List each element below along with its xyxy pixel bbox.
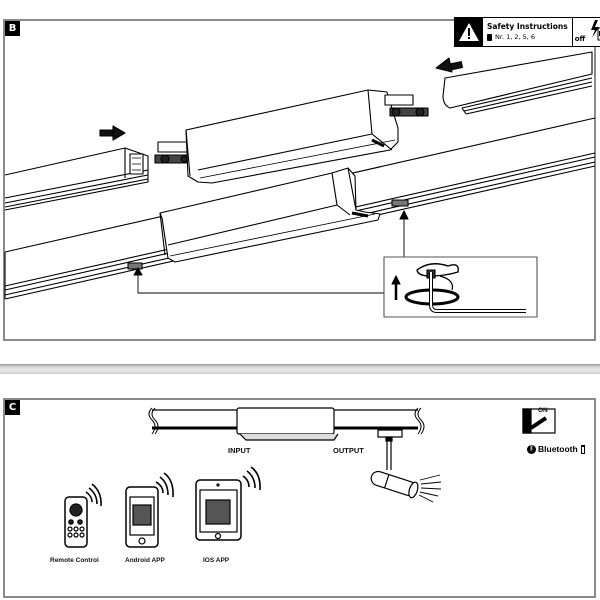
adapter-connector-right	[384, 94, 429, 117]
power-off-label: off	[574, 35, 586, 43]
track-adapter-mounted	[159, 167, 381, 263]
input-label: INPUT	[228, 446, 251, 455]
controller-box	[236, 407, 339, 441]
pointer-line-left	[137, 275, 384, 294]
bluetooth-label: Bluetooth	[538, 444, 578, 454]
track-rail-left	[4, 147, 149, 211]
device-label-ios: IOS APP	[203, 557, 230, 564]
push-left-arrow-icon	[435, 57, 464, 73]
battery-icon	[580, 444, 585, 454]
section-separator	[0, 364, 600, 374]
lock-tab-right	[391, 199, 409, 207]
warning-triangle-icon	[455, 18, 483, 46]
smartphone-icon	[125, 472, 174, 548]
lock-tab-left	[127, 262, 143, 270]
remote-control-icon	[64, 483, 102, 548]
track-rail-right	[442, 51, 593, 115]
switch-on-label: ON	[538, 407, 548, 414]
pointer-arrowhead-left	[133, 267, 143, 276]
bluetooth-icon: ᛒ	[527, 444, 536, 454]
hex-key-callout	[383, 256, 538, 318]
panel-b-artwork	[4, 51, 596, 318]
power-switch-on-icon	[522, 408, 556, 434]
manual-book-icon	[487, 33, 492, 41]
power-plug-lightning-icon	[590, 20, 600, 41]
panel-c-tag: C	[5, 400, 20, 415]
push-right-arrow-icon	[99, 125, 126, 141]
tablet-icon	[195, 466, 261, 541]
safety-title: Safety Instructions	[487, 22, 568, 31]
device-label-remote: Remote Control	[50, 557, 99, 564]
panel-b-tag: B	[5, 21, 20, 36]
pointer-arrowhead-right	[399, 210, 409, 220]
track-adapter-top	[185, 89, 399, 184]
spotlight-icon	[370, 429, 442, 503]
safety-refs: Nr. 1, 2, 5, 6	[495, 33, 536, 41]
device-label-android: Android APP	[125, 557, 165, 564]
bluetooth-badge: ᛒ Bluetooth	[527, 444, 585, 454]
output-label: OUTPUT	[333, 446, 364, 455]
safety-instructions-box: Safety Instructions Nr. 1, 2, 5, 6 off	[454, 17, 600, 47]
